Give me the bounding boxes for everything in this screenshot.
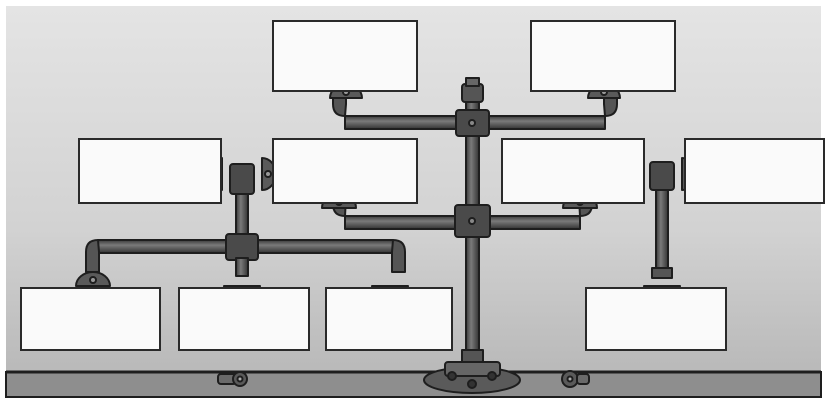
label-box-text xyxy=(80,140,220,202)
label-box-text xyxy=(180,289,308,349)
label-box-mid-left xyxy=(78,138,222,204)
left-top-tee-icon xyxy=(229,163,255,195)
label-box-mid-center-left xyxy=(272,138,418,204)
label-box-text xyxy=(327,289,451,349)
label-box-mid-center-right xyxy=(501,138,645,204)
label-box-top-right xyxy=(530,20,676,92)
loose-bolt-left-icon xyxy=(217,371,248,387)
label-box-top-left xyxy=(272,20,418,92)
left-cross-junction-icon xyxy=(225,233,259,261)
label-box-bottom-1 xyxy=(20,287,161,351)
left-bottom-left-elbow-icon xyxy=(85,239,100,273)
floor-strip xyxy=(5,371,822,398)
label-box-bottom-3 xyxy=(325,287,453,351)
label-box-text xyxy=(587,289,725,349)
upper-left-elbow-icon xyxy=(332,95,347,117)
label-box-bottom-2 xyxy=(178,287,310,351)
label-box-text xyxy=(274,22,416,90)
right-vertical-pipe xyxy=(655,177,669,275)
label-box-text xyxy=(22,289,159,349)
label-box-text xyxy=(274,140,416,202)
label-box-text xyxy=(532,22,674,90)
label-box-mid-right xyxy=(684,138,825,204)
left-bottom-right-elbow-icon xyxy=(391,239,406,273)
label-box-text xyxy=(686,140,823,202)
label-box-text xyxy=(503,140,643,202)
right-top-tee-icon xyxy=(649,161,675,191)
label-box-bottom-4 xyxy=(585,287,727,351)
loose-bolt-right-icon xyxy=(561,370,590,388)
